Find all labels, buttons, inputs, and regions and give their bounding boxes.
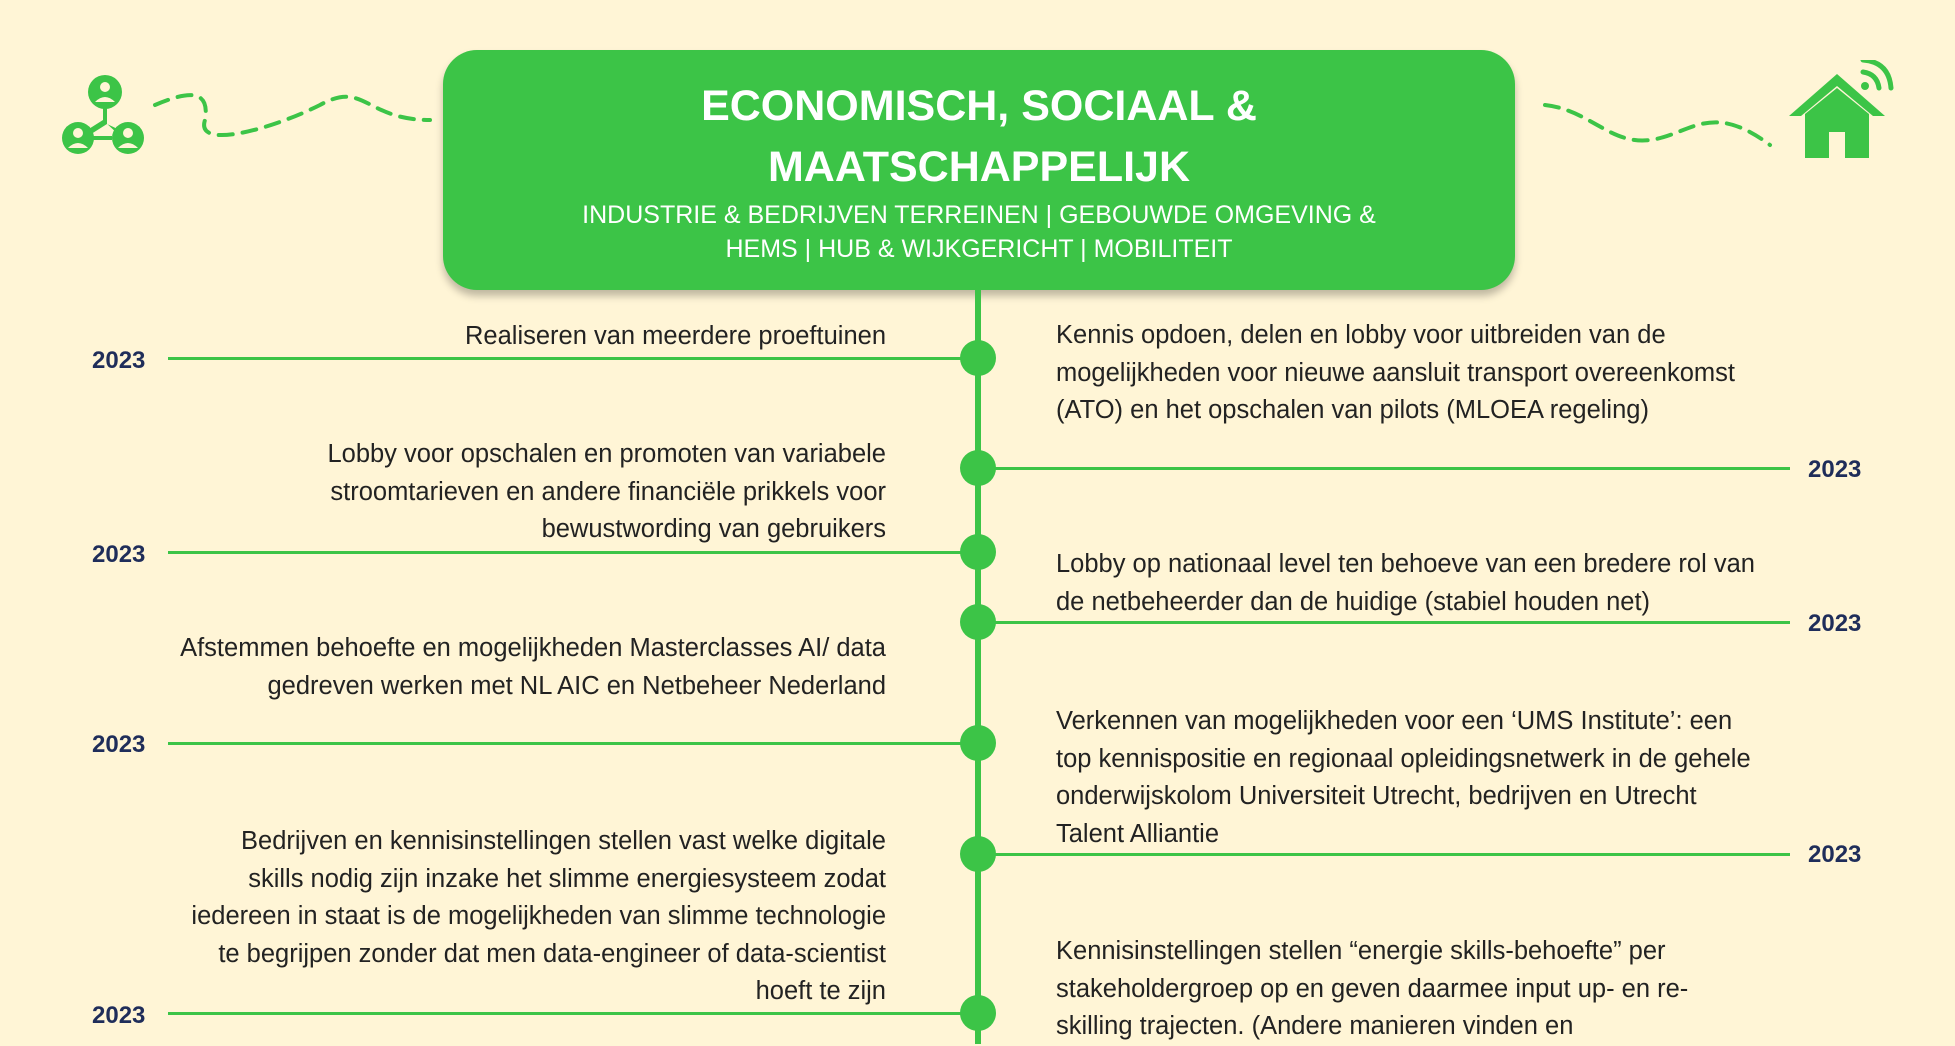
timeline-axis bbox=[975, 290, 981, 1044]
timeline-line-right-1 bbox=[985, 467, 1790, 470]
year-label-left-1: 2023 bbox=[92, 347, 146, 374]
timeline-item-left-2: Lobby voor opschalen en promoten van var… bbox=[327, 440, 886, 543]
header-banner: ECONOMISCH, SOCIAAL & MAATSCHAPPELIJK IN… bbox=[443, 50, 1515, 290]
timeline-item-left-1: Realiseren van meerdere proeftuinen bbox=[465, 322, 886, 350]
timeline-line-left-3 bbox=[168, 742, 968, 745]
timeline-item-right-4: Kennisinstellingen stellen “energie skil… bbox=[1056, 937, 1689, 1040]
year-label-left-3: 2023 bbox=[92, 731, 146, 758]
people-network-icon bbox=[62, 75, 144, 154]
dashed-path-left bbox=[153, 93, 432, 137]
year-label-left-2: 2023 bbox=[92, 541, 146, 568]
year-label-left-4: 2023 bbox=[92, 1002, 146, 1029]
timeline-line-left-1 bbox=[168, 357, 968, 360]
dashed-path-right bbox=[1543, 103, 1772, 147]
page-title: ECONOMISCH, SOCIAAL & MAATSCHAPPELIJK bbox=[701, 82, 1257, 191]
year-label-right-1: 2023 bbox=[1808, 456, 1862, 483]
timeline-item-left-4: Bedrijven en kennisinstellingen stellen … bbox=[191, 827, 886, 1005]
page-subtitle: INDUSTRIE & BEDRIJVEN TERREINEN | GEBOUW… bbox=[582, 201, 1376, 263]
timeline-item-right-3: Verkennen van mogelijkheden voor een ‘UM… bbox=[1056, 707, 1751, 848]
timeline-item-right-2: Lobby op nationaal level ten behoeve van… bbox=[1056, 550, 1755, 616]
timeline-line-right-2 bbox=[985, 621, 1790, 624]
timeline-item-right-1: Kennis opdoen, delen en lobby voor uitbr… bbox=[1056, 321, 1735, 424]
timeline-line-left-4 bbox=[168, 1012, 968, 1015]
smart-home-icon bbox=[1789, 60, 1894, 158]
timeline-line-left-2 bbox=[168, 551, 968, 554]
timeline-item-left-3: Afstemmen behoefte en mogelijkheden Mast… bbox=[180, 634, 886, 700]
year-label-right-2: 2023 bbox=[1808, 610, 1862, 637]
year-label-right-3: 2023 bbox=[1808, 841, 1862, 868]
timeline-line-right-3 bbox=[985, 853, 1790, 856]
